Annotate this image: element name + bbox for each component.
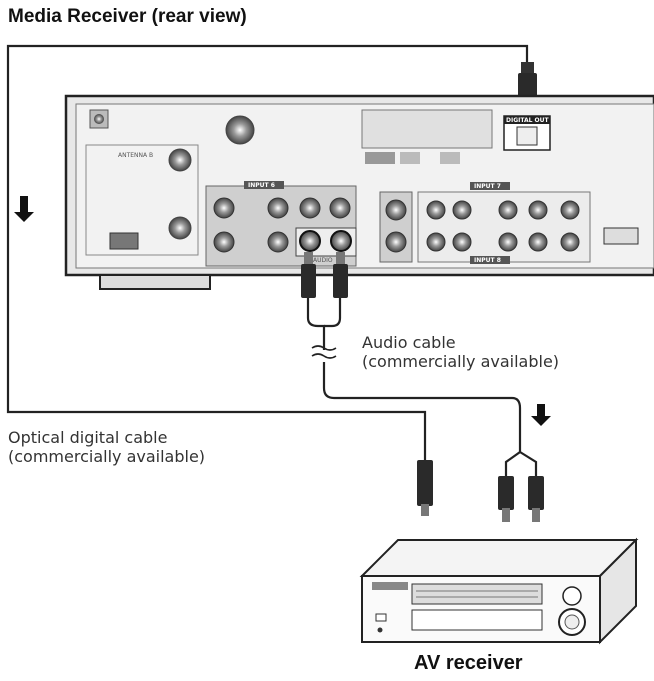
media-receiver-rear-panel: ANTENNA B INPUT 6 AUDIO INPUT 7 INPUT 8 — [64, 94, 654, 290]
diagram-title: Media Receiver (rear view) — [8, 6, 247, 27]
arrow-down-icon-right — [531, 404, 551, 426]
rca-plugs-bottom — [498, 476, 544, 522]
optical-digital-cable — [6, 44, 529, 462]
optical-cable-caption-line2: (commercially available) — [8, 447, 206, 466]
digital-out-label: DIGITAL OUT — [506, 117, 550, 124]
input-7-label: INPUT 7 — [474, 183, 501, 190]
optical-plug-bottom — [417, 460, 433, 516]
optical-cable-caption-line1: Optical digital cable — [8, 428, 168, 447]
cable-break-mark — [311, 345, 337, 359]
antenna-b-label: ANTENNA B — [118, 152, 153, 159]
audio-cable-caption-line1: Audio cable — [362, 333, 456, 352]
audio-cable-caption: Audio cable (commercially available) — [362, 333, 559, 371]
input-6-label: INPUT 6 — [248, 182, 275, 189]
input-8-label: INPUT 8 — [474, 257, 501, 264]
optical-cable-caption: Optical digital cable (commercially avai… — [8, 428, 205, 466]
audio-cable-caption-line2: (commercially available) — [362, 352, 560, 371]
arrow-down-icon-left — [14, 196, 34, 222]
rca-plugs-top — [301, 252, 348, 298]
av-receiver-illustration — [359, 537, 639, 645]
audio-cable — [306, 296, 538, 478]
av-receiver-label: AV receiver — [414, 652, 523, 674]
audio-out-label: AUDIO — [313, 257, 333, 264]
